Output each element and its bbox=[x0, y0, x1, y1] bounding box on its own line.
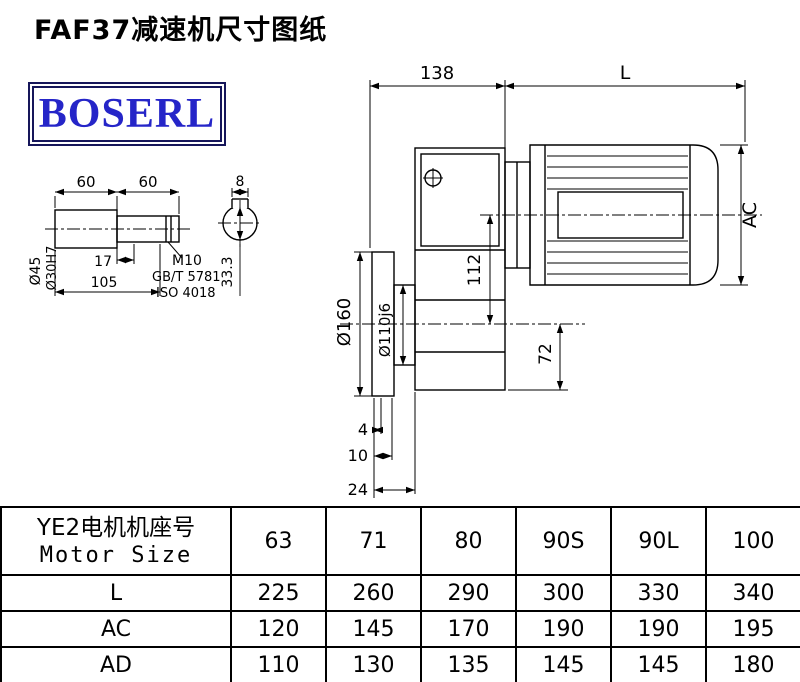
AD-71: 130 bbox=[325, 646, 422, 682]
AD-63: 110 bbox=[230, 646, 327, 682]
page-title: FAF37减速机尺寸图纸 bbox=[34, 15, 328, 46]
row-label-AD: AD bbox=[0, 646, 232, 682]
dim-10-label: 10 bbox=[348, 446, 368, 465]
shaft-105-label: 105 bbox=[91, 275, 118, 291]
dim-72-label: 72 bbox=[536, 343, 556, 365]
table-row-AC: AC 120 145 170 190 190 195 bbox=[0, 610, 800, 648]
L-80: 290 bbox=[420, 574, 517, 612]
logo-text: BOSERL bbox=[38, 91, 216, 137]
boserl-logo: BOSERL bbox=[28, 82, 226, 146]
dimension-labels: 138 L AC 112 72 Ø160 Ø110j6 4 10 24 60 6… bbox=[28, 62, 761, 499]
size-100: 100 bbox=[705, 506, 800, 576]
shaft-60b-label: 60 bbox=[138, 173, 157, 191]
AD-90l: 145 bbox=[610, 646, 707, 682]
shaft-dia30-label: Ø30H7 bbox=[45, 246, 60, 291]
thread-m10-label: M10 bbox=[172, 253, 202, 269]
flange-dia160-label: Ø160 bbox=[334, 298, 355, 347]
dim-138-label: 138 bbox=[420, 63, 454, 84]
size-71: 71 bbox=[325, 506, 422, 576]
size-80: 80 bbox=[420, 506, 517, 576]
shaft-60a-label: 60 bbox=[76, 173, 95, 191]
dimension-drawing: 138 L AC 112 72 Ø160 Ø110j6 4 10 24 60 6… bbox=[28, 62, 762, 499]
motor-size-header-cell: YE2电机机座号 Motor Size bbox=[0, 506, 232, 576]
row-label-L: L bbox=[0, 574, 232, 612]
size-90s: 90S bbox=[515, 506, 612, 576]
flange-dia110-label: Ø110j6 bbox=[376, 303, 394, 357]
shaft-dia45-label: Ø45 bbox=[28, 257, 44, 286]
AC-100: 195 bbox=[705, 610, 800, 648]
row-label-AC: AC bbox=[0, 610, 232, 648]
table-row-L: L 225 260 290 300 330 340 bbox=[0, 574, 800, 612]
dim-112-label: 112 bbox=[465, 254, 485, 286]
header-en: Motor Size bbox=[39, 542, 193, 568]
L-90s: 300 bbox=[515, 574, 612, 612]
std-gb-label: GB/T 5781 bbox=[152, 270, 221, 285]
L-100: 340 bbox=[705, 574, 800, 612]
L-90l: 330 bbox=[610, 574, 707, 612]
dimension-lines bbox=[54, 80, 748, 498]
L-63: 225 bbox=[230, 574, 327, 612]
table-row-AD: AD 110 130 135 145 145 180 bbox=[0, 646, 800, 682]
dim-AC-label: AC bbox=[739, 202, 761, 228]
table-header-row: YE2电机机座号 Motor Size 63 71 80 90S 90L 100 bbox=[0, 506, 800, 576]
size-63: 63 bbox=[230, 506, 327, 576]
header-cn: YE2电机机座号 bbox=[36, 515, 196, 542]
AD-90s: 145 bbox=[515, 646, 612, 682]
AC-80: 170 bbox=[420, 610, 517, 648]
size-90l: 90L bbox=[610, 506, 707, 576]
key-width-8-label: 8 bbox=[236, 174, 245, 190]
motor-size-table: YE2电机机座号 Motor Size 63 71 80 90S 90L 100… bbox=[0, 506, 800, 682]
AD-80: 135 bbox=[420, 646, 517, 682]
shaft-17-label: 17 bbox=[94, 254, 112, 270]
AC-71: 145 bbox=[325, 610, 422, 648]
L-71: 260 bbox=[325, 574, 422, 612]
AD-100: 180 bbox=[705, 646, 800, 682]
dim-L-label: L bbox=[620, 62, 631, 84]
AC-90l: 190 bbox=[610, 610, 707, 648]
AC-90s: 190 bbox=[515, 610, 612, 648]
AC-63: 120 bbox=[230, 610, 327, 648]
std-iso-label: ISO 4018 bbox=[156, 286, 216, 301]
dim-24-label: 24 bbox=[348, 480, 368, 499]
key-depth-333-label: 33.3 bbox=[220, 256, 236, 287]
dim-4-label: 4 bbox=[358, 420, 368, 439]
